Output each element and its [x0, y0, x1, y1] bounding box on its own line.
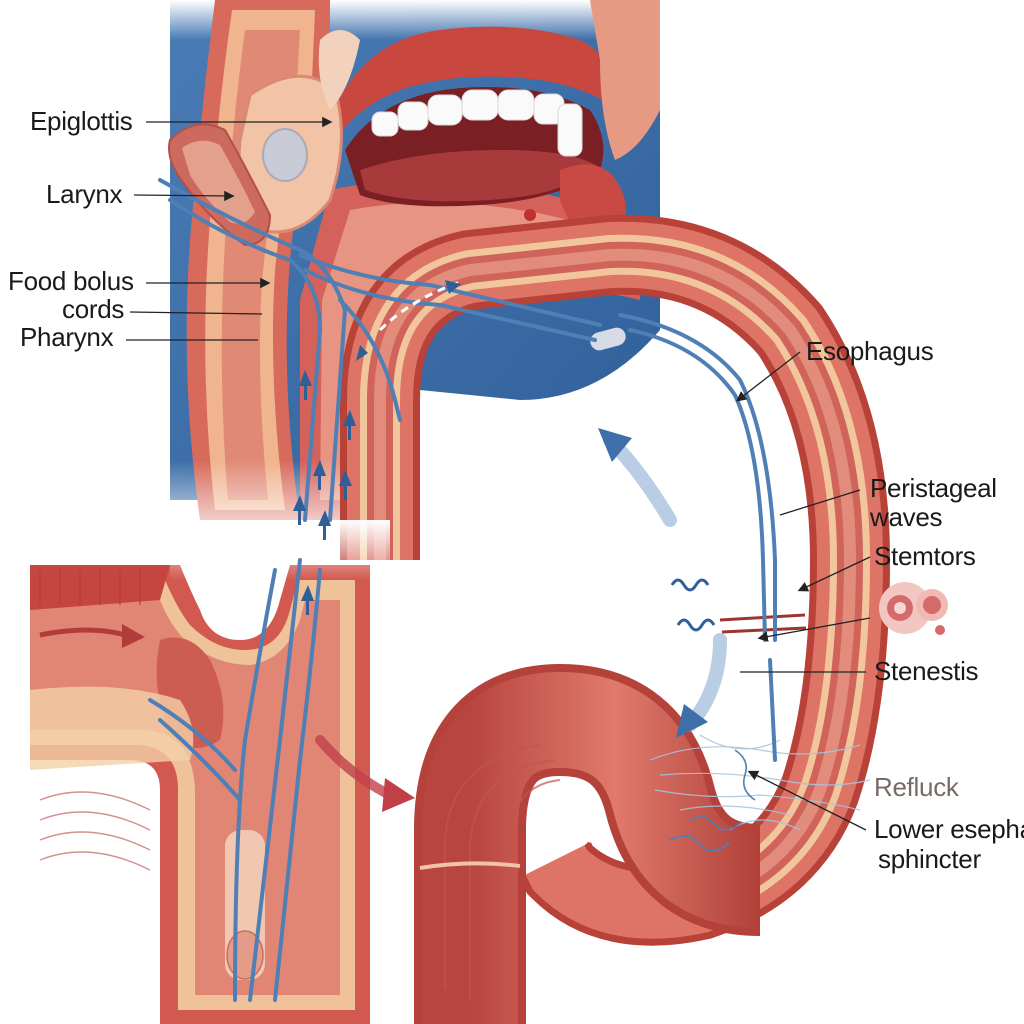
reflux-fibers — [649, 734, 871, 831]
label-pharynx: Pharynx — [20, 322, 114, 352]
lower-inset — [30, 520, 390, 1024]
peristalsis-arrows — [598, 428, 727, 738]
label-reflux: Refluck — [874, 772, 960, 802]
transition-arrow — [315, 735, 415, 812]
label-food-bolus: Food bolus — [8, 266, 134, 296]
stomach-tube — [414, 663, 871, 1024]
label-epiglottis: Epiglottis — [30, 106, 133, 136]
teeth — [371, 89, 583, 157]
leader-lines — [126, 116, 871, 831]
label-lower-sphincter-2: sphincter — [878, 844, 981, 874]
label-esophagus: Esophagus — [806, 336, 934, 366]
label-stemtors: Stemtors — [874, 541, 976, 571]
label-peristaltic-waves-2: waves — [869, 502, 942, 532]
reflux-squiggles — [669, 749, 756, 852]
label-peristaltic-waves-1: Peristageal — [870, 473, 997, 503]
label-larynx: Larynx — [46, 179, 123, 209]
stemtors-cell-icon — [879, 582, 948, 635]
flow-arrows — [293, 280, 461, 615]
bolus-path-dashed — [378, 280, 461, 332]
label-lower-sphincter-1: Lower esepha — [874, 814, 1024, 844]
inset-flow-arrow — [39, 627, 126, 638]
label-stenestis: Stenestis — [874, 656, 979, 686]
label-cords: cords — [62, 294, 124, 324]
labels: Epiglottis Larynx Food bolus cords Phary… — [8, 106, 1024, 874]
